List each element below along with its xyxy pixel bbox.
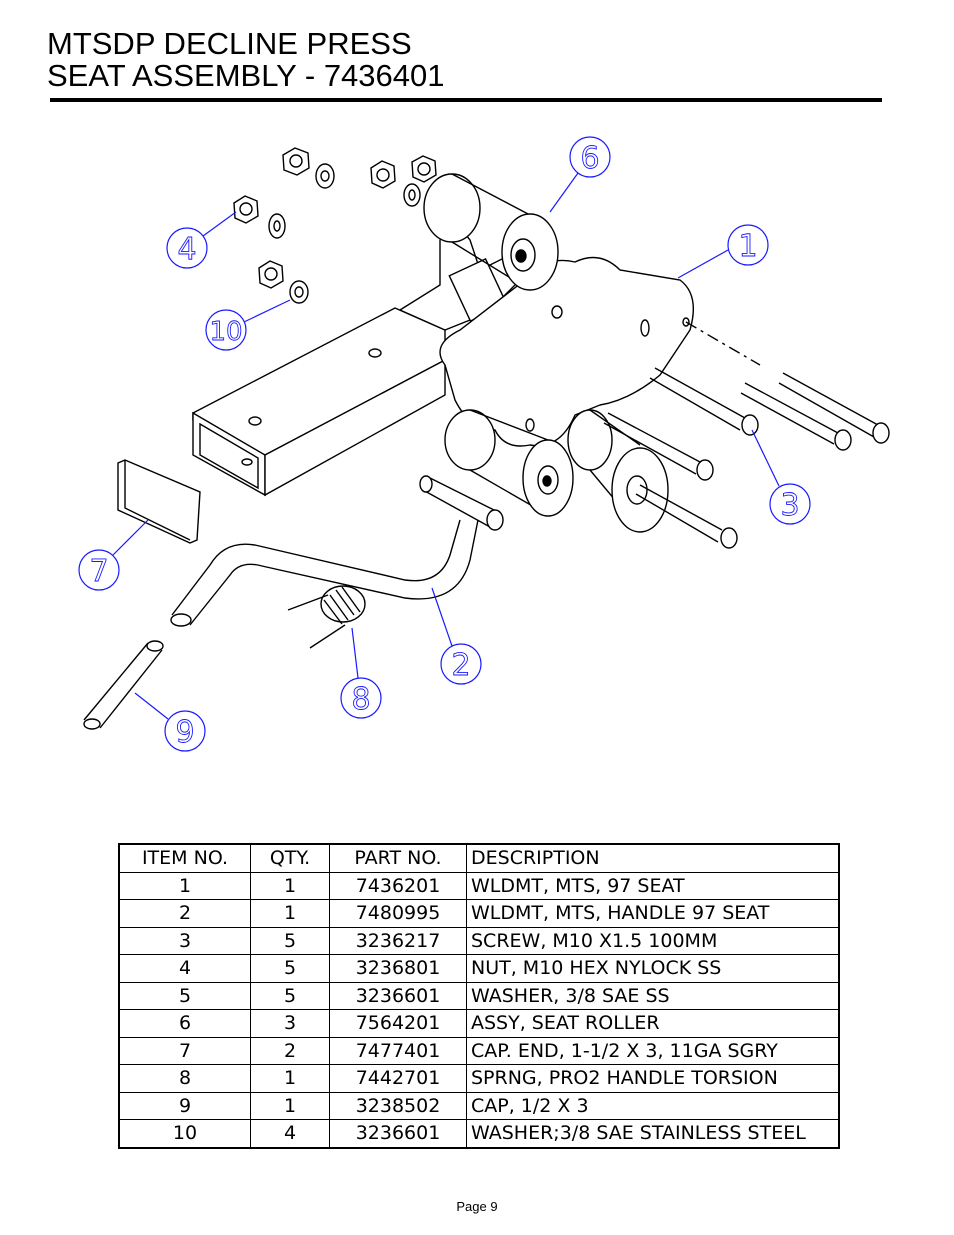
callout-8: 8: [340, 627, 382, 719]
cell-part: 3238502: [329, 1091, 467, 1120]
table-row: 5 5 3236601 WASHER, 3/8 SAE SS: [118, 981, 840, 1010]
exploded-assembly-drawing: 6 1 4 10 3 7 2 8 9: [78, 136, 890, 752]
frame-tube: [192, 307, 446, 497]
svg-text:7: 7: [89, 554, 108, 589]
seat-roller-bottom: [567, 409, 669, 533]
header-item-no: ITEM NO.: [118, 843, 251, 873]
cell-item: 9: [118, 1091, 251, 1120]
cell-qty: 1: [250, 1091, 330, 1120]
page-number: Page 9: [456, 1199, 498, 1214]
table-row: 8 1 7442701 SPRNG, PRO2 HANDLE TORSION: [118, 1064, 840, 1093]
nuts-and-washers: [233, 147, 437, 304]
table-row: 1 1 7436201 WLDMT, MTS, 97 SEAT: [118, 871, 840, 900]
cell-item: 3: [118, 926, 251, 955]
table-row: 4 5 3236801 NUT, M10 HEX NYLOCK SS: [118, 954, 840, 983]
seat-roller-middle: [444, 409, 574, 517]
callout-2: 2: [431, 587, 482, 685]
cell-qty: 4: [250, 1119, 330, 1148]
handle: [170, 475, 504, 627]
end-cap: [117, 459, 201, 544]
callout-3: 3: [751, 429, 811, 525]
page-title: MTSDP DECLINE PRESS SEAT ASSEMBLY - 7436…: [47, 28, 445, 92]
cell-item: 7: [118, 1036, 251, 1065]
callout-6: 6: [549, 136, 611, 213]
pin-cap: [83, 640, 164, 730]
svg-text:8: 8: [351, 682, 370, 717]
cell-qty: 1: [250, 1064, 330, 1093]
svg-text:4: 4: [177, 232, 196, 267]
cell-part: 3236801: [329, 954, 467, 983]
cell-item: 2: [118, 899, 251, 928]
title-line-1: MTSDP DECLINE PRESS: [47, 26, 412, 61]
svg-text:3: 3: [780, 488, 799, 523]
cell-part: 7436201: [329, 871, 467, 900]
cell-qty: 2: [250, 1036, 330, 1065]
header-description: DESCRIPTION: [466, 843, 840, 873]
cell-item: 6: [118, 1009, 251, 1038]
callout-9: 9: [134, 692, 206, 752]
table-row: 9 1 3238502 CAP, 1/2 X 3: [118, 1091, 840, 1120]
table-row: 2 1 7480995 WLDMT, MTS, HANDLE 97 SEAT: [118, 899, 840, 928]
cell-desc: ASSY, SEAT ROLLER: [466, 1009, 840, 1038]
cell-part: 7477401: [329, 1036, 467, 1065]
callout-4: 4: [166, 211, 237, 269]
cell-qty: 1: [250, 899, 330, 928]
cell-qty: 5: [250, 926, 330, 955]
svg-text:1: 1: [738, 229, 757, 264]
cell-item: 5: [118, 981, 251, 1010]
cell-desc: WASHER, 3/8 SAE SS: [466, 981, 840, 1010]
cell-qty: 5: [250, 954, 330, 983]
cell-part: 3236217: [329, 926, 467, 955]
cell-qty: 5: [250, 981, 330, 1010]
header-part-no: PART NO.: [329, 843, 467, 873]
table-row: 3 5 3236217 SCREW, M10 X1.5 100MM: [118, 926, 840, 955]
svg-text:2: 2: [451, 648, 470, 683]
cell-item: 4: [118, 954, 251, 983]
cell-qty: 3: [250, 1009, 330, 1038]
cell-part: 7480995: [329, 899, 467, 928]
screws: [603, 321, 890, 549]
callouts: 6 1 4 10 3 7 2 8 9: [78, 136, 811, 752]
seat-roller-top: [423, 173, 559, 291]
cell-part: 3236601: [329, 981, 467, 1010]
cell-part: 7564201: [329, 1009, 467, 1038]
cell-item: 10: [118, 1119, 251, 1148]
cell-item: 8: [118, 1064, 251, 1093]
cell-desc: CAP, 1/2 X 3: [466, 1091, 840, 1120]
cell-desc: SPRNG, PRO2 HANDLE TORSION: [466, 1064, 840, 1093]
cell-part: 7442701: [329, 1064, 467, 1093]
header-qty: QTY.: [250, 843, 330, 873]
svg-text:6: 6: [580, 141, 599, 176]
callout-10: 10: [205, 299, 291, 351]
callout-1: 1: [677, 224, 769, 279]
title-rule: [50, 98, 882, 102]
callout-7: 7: [78, 519, 149, 591]
svg-text:9: 9: [175, 715, 194, 750]
table-header-row: ITEM NO. QTY. PART NO. DESCRIPTION: [118, 843, 840, 873]
cell-desc: WLDMT, MTS, 97 SEAT: [466, 871, 840, 900]
cell-desc: NUT, M10 HEX NYLOCK SS: [466, 954, 840, 983]
title-line-2: SEAT ASSEMBLY - 7436401: [47, 58, 445, 93]
svg-text:10: 10: [209, 317, 242, 347]
torsion-spring: [287, 585, 366, 649]
cell-desc: SCREW, M10 X1.5 100MM: [466, 926, 840, 955]
bill-of-materials-table: ITEM NO. QTY. PART NO. DESCRIPTION 1 1 7…: [118, 843, 840, 1149]
cell-qty: 1: [250, 871, 330, 900]
table-row: 6 3 7564201 ASSY, SEAT ROLLER: [118, 1009, 840, 1038]
cell-item: 1: [118, 871, 251, 900]
cell-part: 3236601: [329, 1119, 467, 1148]
cell-desc: WLDMT, MTS, HANDLE 97 SEAT: [466, 899, 840, 928]
cell-desc: CAP. END, 1-1/2 X 3, 11GA SGRY: [466, 1036, 840, 1065]
table-row: 7 2 7477401 CAP. END, 1-1/2 X 3, 11GA SG…: [118, 1036, 840, 1065]
table-row: 10 4 3236601 WASHER;3/8 SAE STAINLESS ST…: [118, 1119, 840, 1148]
cell-desc: WASHER;3/8 SAE STAINLESS STEEL: [466, 1119, 840, 1148]
